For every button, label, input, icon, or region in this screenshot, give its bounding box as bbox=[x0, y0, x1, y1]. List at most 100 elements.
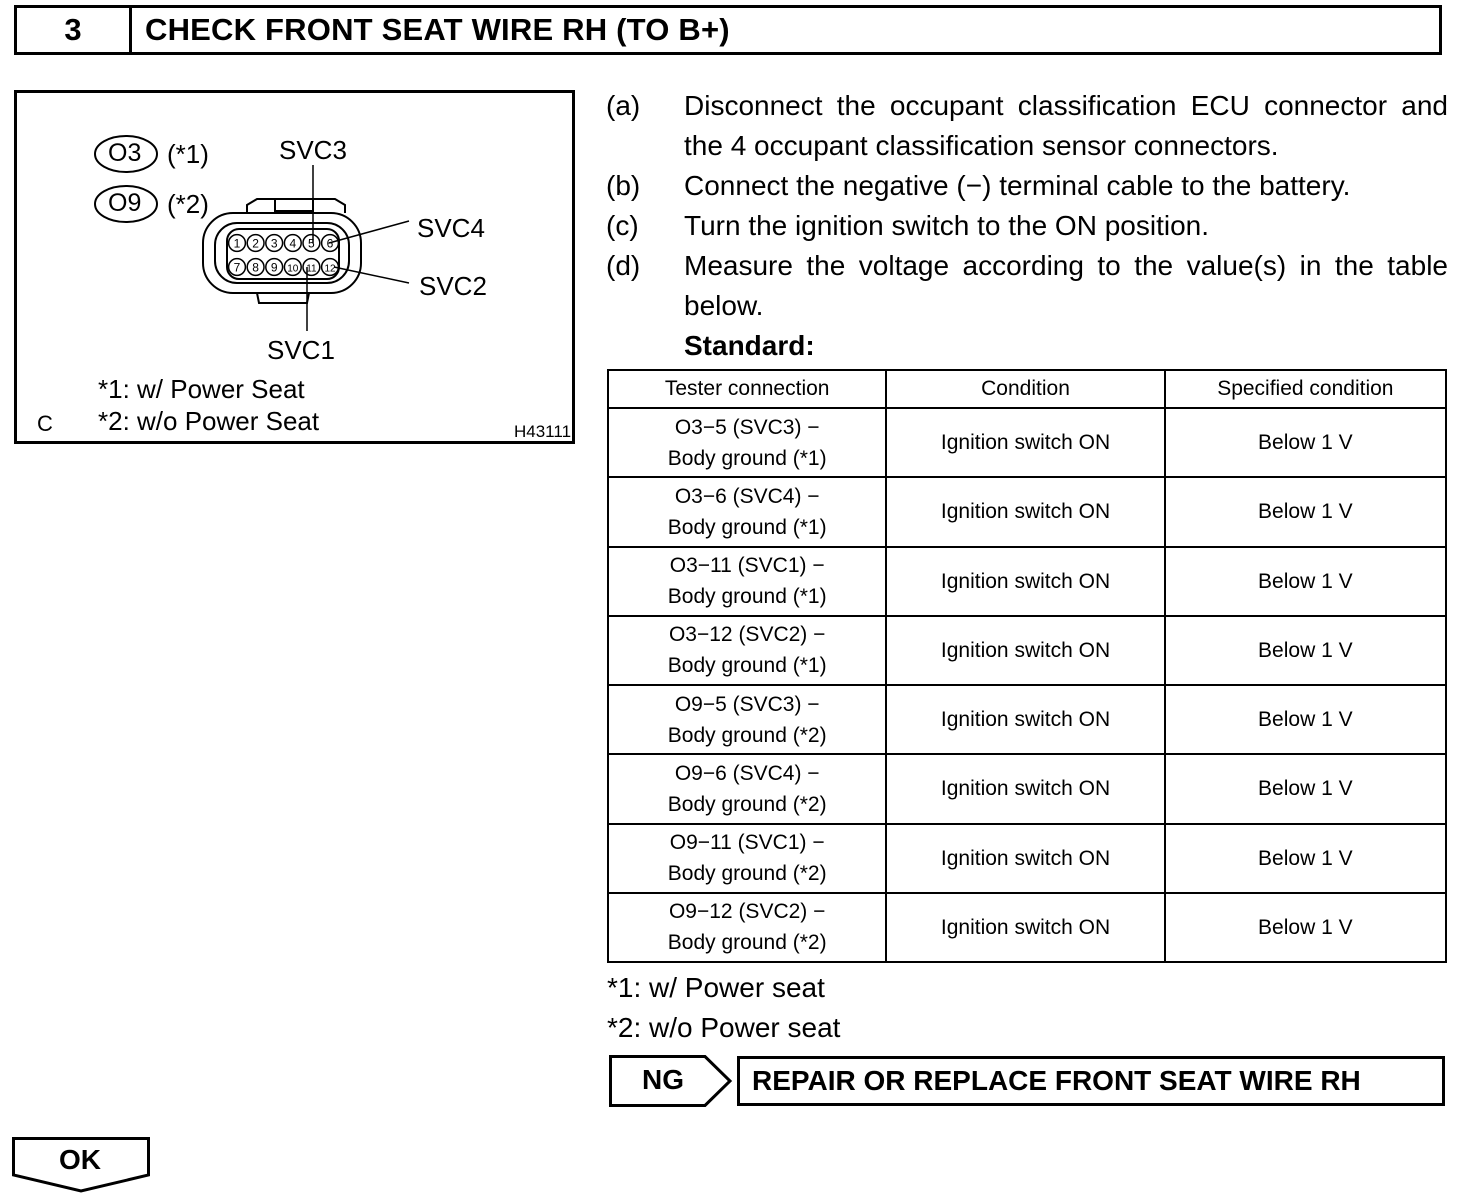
svc1-label: SVC1 bbox=[267, 335, 335, 365]
connection-terminal: O9−11 (SVC1) − bbox=[669, 831, 825, 855]
specified-condition-cell: Below 1 V bbox=[1163, 406, 1448, 479]
step-text: Connect the negative (−) terminal cable … bbox=[684, 170, 1351, 201]
condition-cell: Ignition switch ON bbox=[885, 683, 1166, 756]
pin-10 bbox=[283, 257, 302, 277]
pin-9 bbox=[265, 257, 284, 277]
condition-cell: Ignition switch ON bbox=[885, 822, 1166, 894]
ng-arrow-shape bbox=[609, 1055, 733, 1107]
specified-condition-cell: Below 1 V bbox=[1163, 614, 1448, 687]
specified-condition-cell: Below 1 V bbox=[1163, 683, 1448, 756]
step-a: (a) Disconnect the occupant classificati… bbox=[606, 86, 1448, 166]
column-header: Tester connection bbox=[606, 369, 888, 409]
specified-condition-cell: Below 1 V bbox=[1163, 753, 1448, 825]
connector-o3-ellipse bbox=[94, 135, 158, 173]
connection-terminal: O9−12 (SVC2) − bbox=[668, 900, 826, 924]
connection-ground: Body ground (*2) bbox=[667, 723, 827, 747]
tester-connection-cell: O3−5 (SVC3) − Body ground (*1) bbox=[606, 406, 888, 479]
condition-cell: Ignition switch ON bbox=[885, 891, 1166, 964]
connection-terminal: O3−5 (SVC3) − bbox=[674, 415, 820, 439]
pin-number: 12 bbox=[324, 264, 336, 275]
pin-number: 6 bbox=[327, 237, 334, 251]
pin-5 bbox=[302, 233, 321, 253]
connection-terminal: O3−6 (SVC4) − bbox=[674, 484, 820, 508]
step-text: Disconnect the occupant classification E… bbox=[684, 90, 1448, 161]
table-row: O9−5 (SVC3) −Body ground (*2)Ignition sw… bbox=[606, 683, 1448, 756]
leader-lines bbox=[306, 165, 410, 331]
condition-cell: Ignition switch ON bbox=[885, 476, 1166, 548]
table-row: O3−6 (SVC4) − Body ground (*1) Ignition sw… bbox=[606, 476, 1448, 548]
table-row: O9−12 (SVC2) − Body ground (*2) Ignition s… bbox=[606, 891, 1448, 964]
table-notes: *1: w/ Power seat *2: w/o Power seat bbox=[607, 968, 840, 1048]
ok-indicator: OK bbox=[12, 1137, 150, 1198]
tester-connection-cell: O9−5 (SVC3) −Body ground (*2) bbox=[606, 683, 888, 756]
pin-8 bbox=[246, 257, 265, 277]
table-row: O3−11 (SVC1) − Body ground (*1) Ignition s… bbox=[606, 545, 1448, 617]
figure-corner-letter: C bbox=[37, 411, 53, 436]
svc4-label: SVC4 bbox=[417, 213, 485, 243]
connector-o9-label: O9 bbox=[108, 189, 142, 217]
pin-1 bbox=[227, 233, 247, 253]
specified-condition-cell: Below 1 V bbox=[1163, 476, 1448, 548]
connection-terminal: O3−11 (SVC1) − bbox=[669, 554, 825, 578]
specified-condition-cell: Below 1 V bbox=[1163, 545, 1448, 617]
ng-label: NG bbox=[642, 1064, 684, 1095]
svc3-label: SVC3 bbox=[279, 135, 347, 165]
connector-o9-ellipse bbox=[94, 185, 158, 223]
step-label: (d) bbox=[606, 250, 641, 281]
tester-connection-cell: O3−12 (SVC2) −Body ground (*1) bbox=[606, 614, 888, 687]
connection-ground: Body ground (*1) bbox=[667, 585, 827, 609]
table-row: O3−5 (SVC3) −Body ground (*1)Ignition sw… bbox=[606, 406, 1448, 479]
connector-o9-note: (*2) bbox=[167, 189, 209, 219]
svc2-label: SVC2 bbox=[419, 271, 487, 301]
connection-ground: Body ground (*1) bbox=[667, 515, 827, 539]
pin-number: 5 bbox=[308, 237, 315, 251]
tester-connection-cell: O9−6 (SVC4) − Body ground (*2) bbox=[606, 753, 888, 825]
figure-note-2: *2: w/o Power Seat bbox=[98, 406, 320, 436]
figure-code: H43111 bbox=[514, 422, 572, 441]
connector-housing bbox=[202, 198, 362, 304]
step-header: 3 CHECK FRONT SEAT WIRE RH (TO B+) bbox=[14, 5, 1442, 55]
procedure-steps: (a) Disconnect the occupant classificati… bbox=[606, 86, 1448, 366]
step-label: (c) bbox=[606, 210, 639, 241]
connector-o3-note: (*1) bbox=[167, 139, 209, 169]
pin-number: 7 bbox=[234, 261, 241, 275]
column-header: Condition bbox=[885, 369, 1166, 409]
step-b: (b) Connect the negative (−) terminal ca… bbox=[606, 166, 1448, 206]
ng-action: REPAIR OR REPLACE FRONT SEAT WIRE RH bbox=[737, 1056, 1445, 1106]
pin-3 bbox=[265, 233, 284, 253]
tester-connection-cell: O3−6 (SVC4) − Body ground (*1) bbox=[606, 476, 888, 548]
table-note-1: *1: w/ Power seat bbox=[607, 972, 825, 1003]
connection-ground: Body ground (*1) bbox=[667, 446, 827, 470]
ok-label: OK bbox=[59, 1144, 101, 1175]
condition-cell: Ignition switch ON bbox=[885, 753, 1166, 825]
connection-ground: Body ground (*2) bbox=[667, 862, 827, 886]
step-text: Turn the ignition switch to the ON posit… bbox=[684, 210, 1209, 241]
pin-number: 8 bbox=[252, 261, 259, 275]
pin-2 bbox=[246, 233, 265, 253]
specified-condition-cell: Below 1 V bbox=[1163, 822, 1448, 894]
table-row: O9−6 (SVC4) − Body ground (*2) Ignition sw… bbox=[606, 753, 1448, 825]
connection-terminal: O9−6 (SVC4) − bbox=[674, 761, 820, 785]
condition-cell: Ignition switch ON bbox=[885, 614, 1166, 687]
column-header: Specified condition bbox=[1163, 369, 1448, 409]
table-note-2: *2: w/o Power seat bbox=[607, 1012, 841, 1043]
step-d: (d) Measure the voltage according to the… bbox=[606, 246, 1448, 326]
pin-12 bbox=[320, 257, 340, 277]
connection-ground: Body ground (*2) bbox=[667, 792, 827, 816]
condition-cell: Ignition switch ON bbox=[885, 545, 1166, 617]
step-number: 3 bbox=[17, 8, 132, 52]
connection-ground: Body ground (*1) bbox=[667, 654, 827, 678]
pin-number: 1 bbox=[234, 237, 241, 251]
table-row: O9−11 (SVC1) − Body ground (*2) Ignition s… bbox=[606, 822, 1448, 894]
pin-4 bbox=[283, 233, 302, 253]
connection-ground: Body ground (*2) bbox=[667, 931, 827, 955]
tester-connection-cell: O3−11 (SVC1) − Body ground (*1) bbox=[606, 545, 888, 617]
pin-number: 2 bbox=[252, 237, 259, 251]
pin-number: 11 bbox=[306, 264, 317, 275]
pin-number: 3 bbox=[271, 237, 278, 251]
ok-arrow-shape bbox=[12, 1137, 150, 1193]
tester-connection-cell: O9−11 (SVC1) − Body ground (*2) bbox=[606, 822, 888, 894]
